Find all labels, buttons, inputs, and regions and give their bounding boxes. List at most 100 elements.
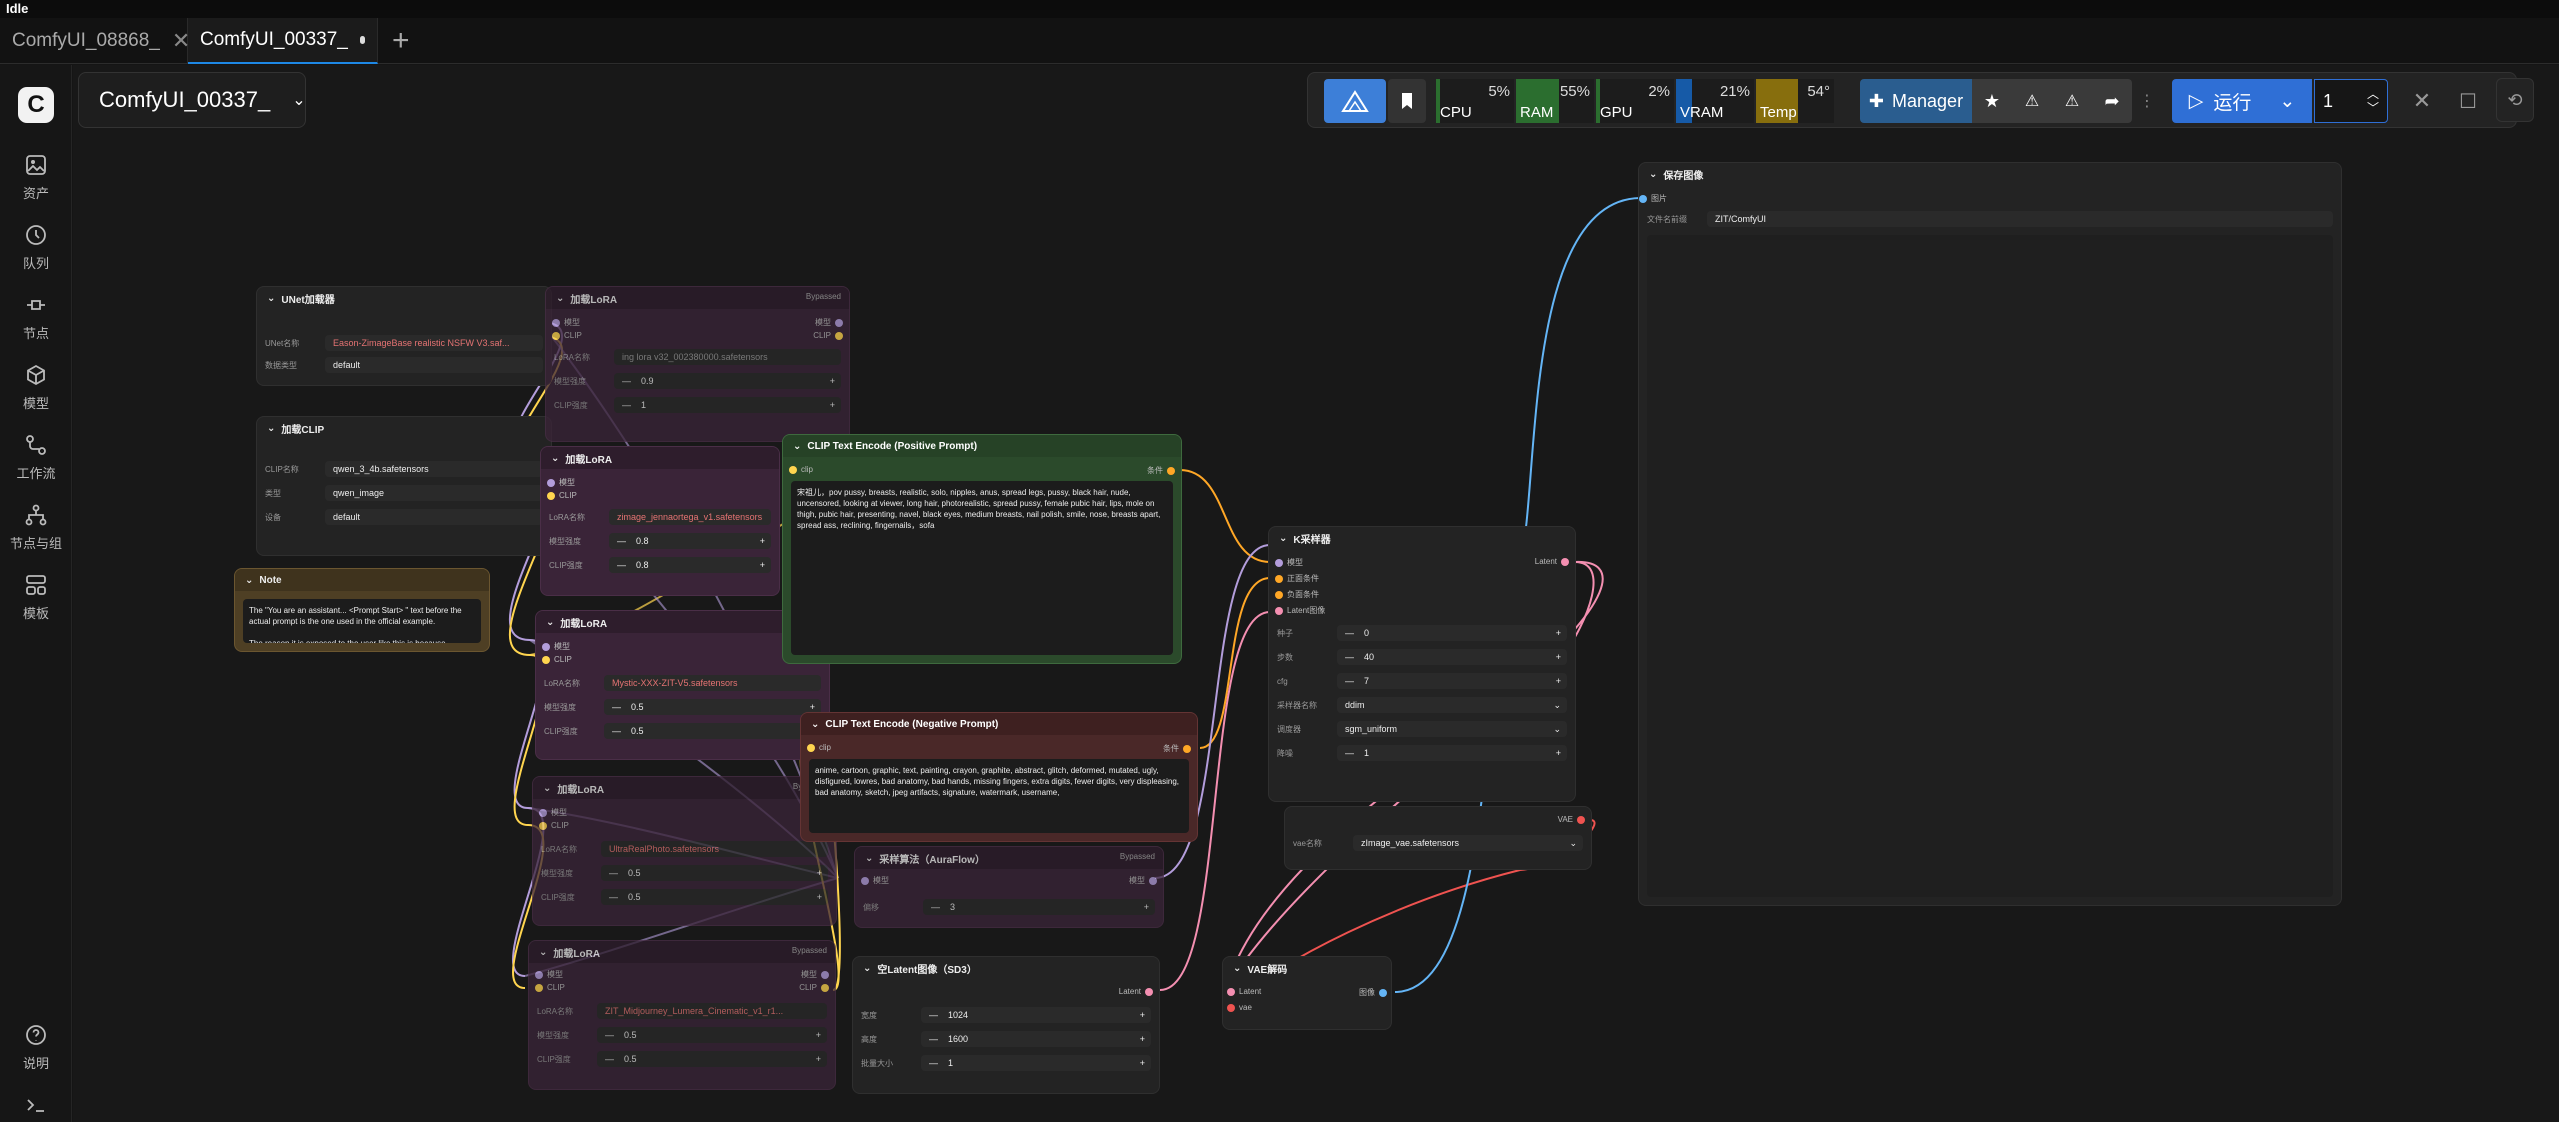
ksampler-node[interactable]: ⌄K采样器 模型 正面条件 负面条件 Latent图像 Latent 种子—0+… bbox=[1268, 526, 1576, 802]
node-title[interactable]: ⌄Note bbox=[235, 569, 489, 591]
input-model[interactable]: 模型 bbox=[552, 317, 580, 328]
stepper-icon[interactable]: ︿﹀ bbox=[2366, 87, 2379, 115]
output-clip[interactable]: CLIP bbox=[799, 983, 829, 992]
clip-strength-widget[interactable]: CLIP强度—0.5+ bbox=[544, 723, 821, 739]
input-clip[interactable]: CLIP bbox=[535, 983, 565, 992]
input-clip[interactable]: CLIP bbox=[552, 331, 582, 340]
drag-handle-icon[interactable]: ⋮ bbox=[2139, 93, 2155, 110]
chevron-down-icon[interactable]: ⌄ bbox=[865, 852, 874, 864]
output-latent[interactable]: Latent bbox=[1535, 557, 1569, 566]
minus-icon[interactable]: — bbox=[622, 376, 631, 386]
number-stepper[interactable]: —0+ bbox=[1337, 625, 1567, 641]
steps-widget[interactable]: 步数—40+ bbox=[1277, 649, 1567, 665]
star-icon[interactable]: ★ bbox=[1972, 79, 2012, 123]
widget-value[interactable]: zimage_jennaortega_v1.safetensors bbox=[609, 509, 771, 525]
model-strength-widget[interactable]: 模型强度—0.5+ bbox=[541, 865, 828, 881]
minus-icon[interactable]: — bbox=[612, 726, 621, 736]
clip-strength-widget[interactable]: CLIP强度—1+ bbox=[554, 397, 841, 413]
square-icon[interactable]: ☐ bbox=[2459, 90, 2477, 113]
widget-value[interactable]: qwen_3_4b.safetensors bbox=[325, 461, 543, 477]
plus-icon[interactable]: + bbox=[1143, 902, 1149, 912]
minus-icon[interactable]: — bbox=[609, 892, 618, 902]
output-conditioning[interactable]: 条件 bbox=[1147, 465, 1175, 476]
minus-icon[interactable]: — bbox=[929, 1058, 938, 1068]
model-strength-widget[interactable]: 模型强度—0.9+ bbox=[554, 373, 841, 389]
minus-icon[interactable]: — bbox=[622, 400, 631, 410]
node-title[interactable]: ⌄保存图像 bbox=[1639, 163, 2341, 185]
model-icon[interactable]: ⚠ bbox=[2012, 79, 2052, 123]
select-box[interactable]: zImage_vae.safetensors⌄ bbox=[1353, 835, 1583, 851]
chevron-down-icon[interactable]: ⌄ bbox=[1233, 962, 1242, 974]
lora-node-4[interactable]: ⌄加载LoRA Bypassed 模型 CLIP LoRA名称UltraReal… bbox=[532, 776, 837, 926]
minus-icon[interactable]: — bbox=[1345, 652, 1354, 662]
width-widget[interactable]: 宽度—1024+ bbox=[861, 1007, 1151, 1023]
plus-icon[interactable]: + bbox=[1139, 1034, 1145, 1044]
plus-icon[interactable]: + bbox=[1555, 748, 1561, 758]
number-stepper[interactable]: —0.9+ bbox=[614, 373, 841, 389]
input-clip[interactable]: clip bbox=[789, 465, 813, 474]
select-box[interactable]: ddim⌄ bbox=[1337, 697, 1567, 713]
input-model[interactable]: 模型 bbox=[861, 875, 889, 886]
widget-value[interactable]: Mystic-XXX-ZIT-V5.safetensors bbox=[604, 675, 821, 691]
node-title[interactable]: ⌄加载LoRA bbox=[529, 941, 835, 963]
node-title[interactable]: ⌄加载LoRA bbox=[546, 287, 849, 309]
denoise-widget[interactable]: 降噪—1+ bbox=[1277, 745, 1567, 761]
clip-strength-widget[interactable]: CLIP强度—0.5+ bbox=[541, 889, 828, 905]
input-positive[interactable]: 正面条件 bbox=[1275, 573, 1319, 584]
number-stepper[interactable]: —1+ bbox=[614, 397, 841, 413]
node-title[interactable]: ⌄加载LoRA bbox=[536, 611, 829, 633]
share-icon[interactable]: ➦ bbox=[2092, 79, 2132, 123]
minus-icon[interactable]: — bbox=[931, 902, 940, 912]
clip-strength-widget[interactable]: CLIP强度—0.8+ bbox=[549, 557, 771, 573]
shift-widget[interactable]: 偏移—3+ bbox=[863, 899, 1155, 915]
output-model[interactable]: 模型 bbox=[801, 969, 829, 980]
input-negative[interactable]: 负面条件 bbox=[1275, 589, 1319, 600]
sidebar-item-models[interactable]: 模型 bbox=[0, 363, 72, 412]
number-stepper[interactable]: —1600+ bbox=[921, 1031, 1151, 1047]
minus-icon[interactable]: — bbox=[617, 560, 626, 570]
positive-prompt-node[interactable]: ⌄CLIP Text Encode (Positive Prompt) clip… bbox=[782, 434, 1182, 664]
plus-icon[interactable]: + bbox=[759, 536, 765, 546]
input-vae[interactable]: vae bbox=[1227, 1003, 1252, 1012]
plus-icon[interactable]: + bbox=[816, 868, 822, 878]
widget-value[interactable]: qwen_image bbox=[325, 485, 543, 501]
model-strength-widget[interactable]: 模型强度—0.5+ bbox=[537, 1027, 827, 1043]
sidebar-item-queue[interactable]: 队列 bbox=[0, 223, 72, 272]
tab-workflow-08868[interactable]: ComfyUI_08868_ ✕ bbox=[0, 18, 190, 64]
minus-icon[interactable]: — bbox=[1345, 748, 1354, 758]
output-model[interactable]: 模型 bbox=[815, 317, 843, 328]
chevron-down-icon[interactable]: ⌄ bbox=[543, 782, 552, 794]
minus-icon[interactable]: — bbox=[609, 868, 618, 878]
bookmark-icon[interactable] bbox=[1388, 79, 1426, 123]
widget-value[interactable]: default bbox=[325, 509, 543, 525]
terminal-button[interactable] bbox=[0, 1093, 72, 1121]
chevron-down-icon[interactable]: ⌄ bbox=[793, 440, 802, 452]
input-clip[interactable]: CLIP bbox=[542, 655, 572, 664]
plus-icon[interactable]: + bbox=[829, 400, 835, 410]
minus-icon[interactable]: — bbox=[605, 1030, 614, 1040]
input-model[interactable]: 模型 bbox=[539, 807, 567, 818]
node-title[interactable]: ⌄CLIP Text Encode (Positive Prompt) bbox=[783, 435, 1181, 457]
node-title[interactable]: ⌄UNet加载器 bbox=[257, 287, 551, 309]
widget-value[interactable]: default bbox=[325, 357, 543, 373]
crystools-logo-icon[interactable] bbox=[1324, 79, 1386, 123]
chevron-down-icon[interactable]: ⌄ bbox=[2279, 90, 2296, 112]
node-title[interactable]: ⌄CLIP Text Encode (Negative Prompt) bbox=[801, 713, 1197, 735]
number-stepper[interactable]: —0.5+ bbox=[604, 723, 821, 739]
plus-icon[interactable]: + bbox=[1555, 628, 1561, 638]
